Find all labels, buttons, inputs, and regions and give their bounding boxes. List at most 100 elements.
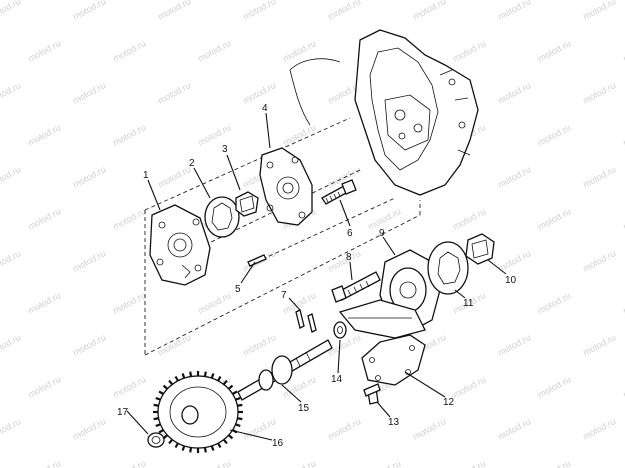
watermark-text: motod.ru (111, 290, 147, 316)
gear-tooth (168, 438, 174, 445)
watermark-text: motod.ru (451, 206, 487, 232)
gear-tooth (217, 375, 222, 382)
callout-4: 4 (262, 103, 268, 114)
callout-6: 6 (347, 228, 353, 239)
watermark-text: motod.ru (156, 80, 192, 106)
callout-1: 1 (143, 170, 149, 181)
watermark-text: motod.ru (71, 164, 107, 190)
watermark-text: motod.ru (621, 122, 625, 148)
watermark-text: motod.ru (581, 416, 617, 442)
watermark-text: motod.ru (156, 332, 192, 358)
watermark-text: motod.ru (536, 206, 572, 232)
pump-shaft (237, 339, 333, 401)
gear-tooth (155, 423, 161, 428)
callout-15: 15 (298, 403, 310, 414)
watermark-text: motod.ru (496, 0, 532, 22)
watermark-text: motod.ru (196, 458, 232, 468)
watermark-text: motod.ru (581, 0, 617, 22)
cover-screw (321, 179, 357, 205)
inner-rotor (235, 191, 259, 217)
gear-tooth (203, 447, 207, 453)
watermark-text: motod.ru (0, 416, 22, 442)
watermark-text: motod.ru (71, 416, 107, 442)
small-screw (363, 383, 381, 405)
gear-tooth (235, 423, 241, 428)
gear-tooth (210, 373, 215, 379)
pump-pin (247, 254, 267, 267)
gear-tooth (158, 429, 164, 434)
watermark-text: motod.ru (111, 206, 147, 232)
watermark-text: motod.ru (411, 416, 447, 442)
watermark-text: motod.ru (71, 80, 107, 106)
watermark-text: motod.ru (111, 38, 147, 64)
watermark-text: motod.ru (281, 458, 317, 468)
watermark-text: motod.ru (411, 0, 447, 22)
watermark-text: motod.ru (536, 374, 572, 400)
callout-3: 3 (222, 144, 228, 155)
watermark-text: motod.ru (621, 38, 625, 64)
engine-case (289, 29, 479, 196)
gear-tooth (217, 442, 222, 449)
watermark-text: motod.ru (581, 248, 617, 274)
watermark-text: motod.ru (326, 248, 362, 274)
watermark-text: motod.ru (496, 164, 532, 190)
watermark-text: motod.ru (326, 416, 362, 442)
gear-tooth (168, 379, 174, 386)
rear-outer-rotor (427, 241, 469, 295)
thrust-washer (333, 321, 347, 339)
callout-7: 7 (281, 290, 287, 301)
mounting-bolt (331, 271, 381, 303)
watermark-text: motod.ru (111, 458, 147, 468)
gear-tooth (210, 445, 215, 451)
watermark-text: motod.ru (366, 458, 402, 468)
watermark-text: motod.ru (536, 290, 572, 316)
watermark-text: motod.ru (536, 38, 572, 64)
outer-rotor (204, 196, 240, 238)
callout-16: 16 (272, 438, 284, 449)
callout-8: 8 (346, 252, 352, 263)
watermark-text: motod.ru (71, 248, 107, 274)
callout-17: 17 (117, 407, 129, 418)
gear-tooth (181, 445, 186, 451)
gear-tooth (189, 447, 193, 453)
watermark-text: motod.ru (156, 164, 192, 190)
watermark-text: motod.ru (0, 80, 22, 106)
gear-tooth (232, 390, 238, 395)
gear-tooth (227, 384, 234, 390)
pump-cover (259, 147, 313, 226)
watermark-text: motod.ru (281, 38, 317, 64)
seal-ring (147, 432, 165, 448)
gear-tooth (235, 396, 241, 401)
callout-5: 5 (235, 284, 241, 295)
watermark-text: motod.ru (241, 80, 277, 106)
callout-2: 2 (189, 158, 195, 169)
callout-12: 12 (443, 397, 455, 408)
dowel-pins (295, 309, 317, 333)
callout-11: 11 (463, 298, 474, 309)
leader-lines (126, 112, 507, 441)
gear-tooth (174, 442, 179, 449)
watermark-text: motod.ru (26, 458, 62, 468)
callout-9: 9 (379, 228, 385, 239)
watermark-text: motod.ru (26, 38, 62, 64)
gear-tooth (222, 438, 228, 445)
watermark-text: motod.ru (111, 374, 147, 400)
watermark-text: motod.ru (326, 0, 362, 22)
watermark-text: motod.ru (111, 122, 147, 148)
watermark-text: motod.ru (241, 0, 277, 22)
watermark-text: motod.ru (26, 374, 62, 400)
watermark-text: motod.ru (26, 290, 62, 316)
watermark-text: motod.ru (71, 332, 107, 358)
watermark-text: motod.ru (196, 290, 232, 316)
watermark-text: motod.ru (496, 416, 532, 442)
gear-tooth (155, 396, 161, 401)
gear-tooth (158, 390, 164, 395)
gear-tooth (203, 371, 207, 377)
watermark-text: motod.ru (451, 38, 487, 64)
gear-tooth (162, 384, 169, 390)
watermark-text: motod.ru (0, 248, 22, 274)
pump-body (149, 204, 211, 286)
callouts: 1 2 3 4 5 6 7 8 9 10 11 12 13 14 15 16 1… (117, 103, 517, 449)
